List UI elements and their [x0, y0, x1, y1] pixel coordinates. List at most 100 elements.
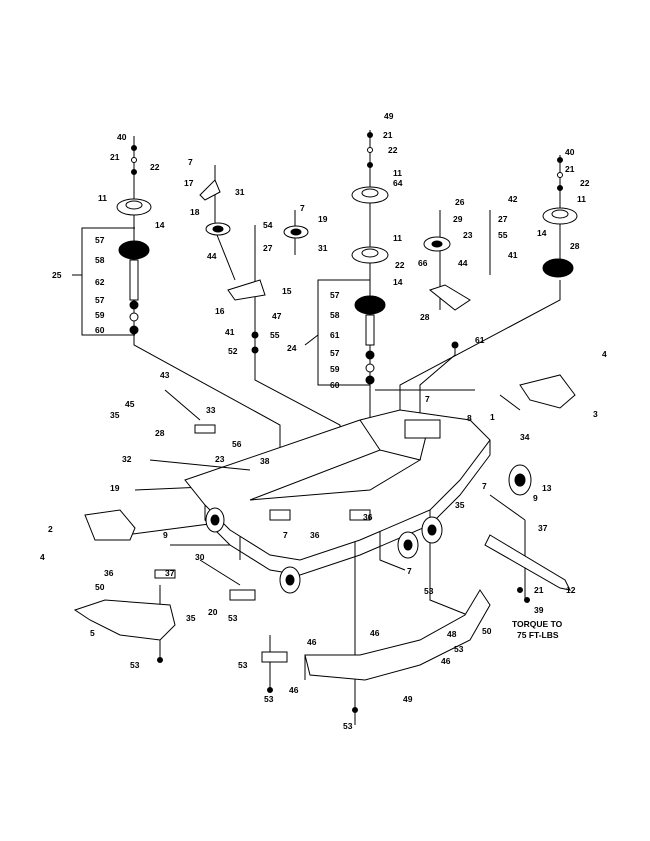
- callout: 7: [283, 530, 288, 540]
- bracket-plate-2: [84, 509, 136, 541]
- callout: 59: [95, 310, 105, 320]
- callout: 56: [232, 439, 242, 449]
- callout: 2: [48, 524, 53, 534]
- callout: 8: [467, 413, 472, 423]
- callout: 52: [228, 346, 238, 356]
- callout: 66: [418, 258, 428, 268]
- callout: 7: [188, 157, 193, 167]
- callout: 22: [580, 178, 590, 188]
- torque-note-line1: TORQUE TO: [512, 619, 563, 629]
- mower-deck-housing: [184, 409, 491, 576]
- callout: 21: [534, 585, 544, 595]
- callout: 58: [95, 255, 105, 265]
- right-spindle-housing: [542, 258, 574, 278]
- callout: 13: [542, 483, 552, 493]
- left-spindle-housing: [118, 240, 150, 260]
- callout: 19: [110, 483, 120, 493]
- callout: 36: [363, 512, 373, 522]
- callout: 59: [330, 364, 340, 374]
- callout: 61: [475, 335, 485, 345]
- callout: 44: [207, 251, 217, 261]
- callout: 35: [110, 410, 120, 420]
- callout: 28: [570, 241, 580, 251]
- discharge-baffle: [304, 589, 491, 681]
- callout: 24: [287, 343, 297, 353]
- callout: 50: [95, 582, 105, 592]
- callout: 16: [215, 306, 225, 316]
- callout: 23: [463, 230, 473, 240]
- callout: 27: [498, 214, 508, 224]
- callout: 54: [263, 220, 273, 230]
- callout: 27: [263, 243, 273, 253]
- deck-wheels: [205, 464, 532, 594]
- left-spindle-assembly: [116, 198, 152, 335]
- callout: 32: [122, 454, 132, 464]
- callout: 41: [508, 250, 518, 260]
- callout: 22: [388, 145, 398, 155]
- deck-components: [73, 374, 576, 681]
- callout: 36: [310, 530, 320, 540]
- callout: 39: [534, 605, 544, 615]
- callout: 37: [165, 568, 175, 578]
- callout: 25: [52, 270, 62, 280]
- callout: 46: [441, 656, 451, 666]
- callout: 29: [453, 214, 463, 224]
- callout: 61: [330, 330, 340, 340]
- bracket-plate-3: [519, 374, 576, 409]
- callout: 4: [40, 552, 45, 562]
- callout: 40: [565, 147, 575, 157]
- callout: 35: [186, 613, 196, 623]
- callout: 26: [455, 197, 465, 207]
- callout: 53: [130, 660, 140, 670]
- center-spindle-assembly: [351, 186, 389, 385]
- callout: 53: [228, 613, 238, 623]
- callout: 14: [393, 277, 403, 287]
- callout: 53: [238, 660, 248, 670]
- callout: 50: [482, 626, 492, 636]
- idler-pulleys: [205, 222, 451, 252]
- callout: 12: [566, 585, 576, 595]
- callout: 11: [98, 193, 107, 203]
- callout: 57: [330, 348, 340, 358]
- callout: 11: [393, 233, 402, 243]
- blade: [484, 534, 571, 591]
- callout: 38: [260, 456, 270, 466]
- callout: 28: [155, 428, 165, 438]
- callout: 9: [533, 493, 538, 503]
- callout: 7: [300, 203, 305, 213]
- callout: 53: [424, 586, 434, 596]
- callout: 35: [455, 500, 465, 510]
- callout: 14: [155, 220, 165, 230]
- part-callouts: 40 21 22 11 14 57 58 25 62 57 59 60 7 17…: [40, 111, 607, 731]
- callout: 45: [125, 399, 135, 409]
- callout: 5: [90, 628, 95, 638]
- callout: 21: [110, 152, 120, 162]
- callout: 44: [458, 258, 468, 268]
- center-spindle-housing: [354, 295, 386, 315]
- callout: 53: [454, 644, 464, 654]
- callout: 17: [184, 178, 194, 188]
- callout: 60: [330, 380, 340, 390]
- callout: 1: [490, 412, 495, 422]
- callout: 4: [602, 349, 607, 359]
- callout: 14: [537, 228, 547, 238]
- hardware-dots: [131, 132, 563, 713]
- callout: 55: [498, 230, 508, 240]
- callout: 20: [208, 607, 218, 617]
- callout: 53: [264, 694, 274, 704]
- callout: 7: [425, 394, 430, 404]
- callout: 22: [150, 162, 160, 172]
- callout: 30: [195, 552, 205, 562]
- callout: 64: [393, 178, 403, 188]
- callout: 57: [95, 235, 105, 245]
- callout: 9: [163, 530, 168, 540]
- callout: 31: [235, 187, 245, 197]
- callout: 57: [330, 290, 340, 300]
- callout: 23: [215, 454, 225, 464]
- callout: 21: [565, 164, 575, 174]
- callout: 18: [190, 207, 200, 217]
- callout: 47: [272, 311, 282, 321]
- callout: 7: [407, 566, 412, 576]
- callout: 58: [330, 310, 340, 320]
- callout: 21: [383, 130, 393, 140]
